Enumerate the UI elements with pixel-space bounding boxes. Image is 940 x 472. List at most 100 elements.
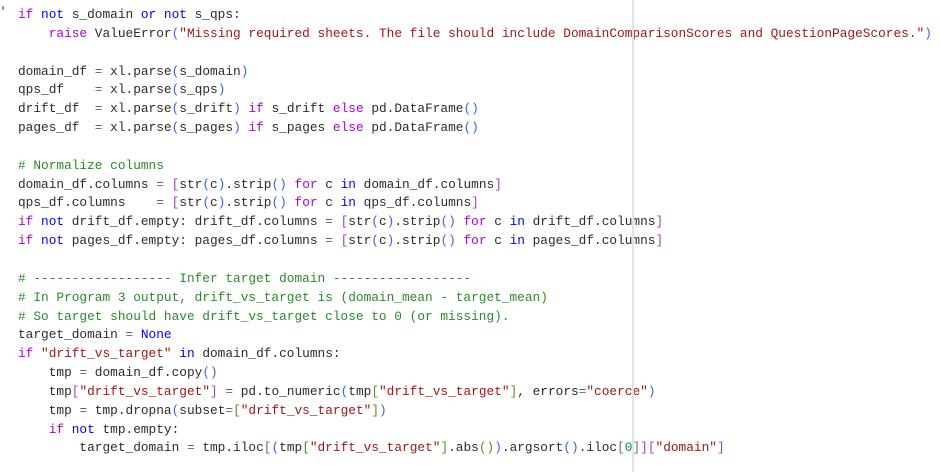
code-line[interactable] (18, 251, 932, 270)
code-token (333, 214, 341, 229)
code-token: s_qps: (186, 7, 241, 22)
code-token: .strip (394, 233, 441, 249)
code-line[interactable]: drift_df = xl.parse(s_drift) if s_drift … (18, 100, 932, 119)
code-line[interactable]: # In Program 3 output, drift_vs_target i… (18, 289, 932, 308)
code-token: [ (263, 440, 272, 456)
code-token: = (125, 327, 134, 343)
code-token: not (33, 233, 65, 249)
code-line[interactable]: qps_df = xl.parse(s_qps) (18, 81, 932, 100)
code-token: = (578, 383, 587, 399)
code-token: drift_df.empty: drift_df.columns (64, 214, 326, 230)
code-token: for (286, 176, 318, 192)
code-token: c (486, 214, 510, 230)
code-line[interactable]: domain_df.columns = [str(c).strip() for … (18, 176, 932, 195)
code-token: s_drift (179, 101, 234, 117)
code-token: ValueError (87, 25, 172, 41)
code-line[interactable] (18, 138, 932, 157)
code-line[interactable]: # ------------------ Infer target domain… (18, 270, 932, 289)
code-token (18, 422, 49, 437)
code-token: ] (632, 440, 641, 456)
code-token: tmp (348, 383, 372, 399)
code-token: ( (371, 233, 379, 249)
code-token: s_domain (179, 63, 241, 79)
code-line[interactable]: raise ValueError("Missing required sheet… (18, 25, 932, 44)
code-token: target_domain (18, 440, 187, 456)
code-token: in (171, 346, 195, 362)
code-token: "Missing required sheets. The file shoul… (179, 25, 925, 41)
code-token: str (179, 195, 203, 211)
code-editor[interactable]: if not s_domain or not s_qps: raise Valu… (18, 6, 932, 458)
code-token: target_domain (18, 327, 126, 343)
code-token: .strip (225, 195, 272, 211)
code-token: not (33, 7, 65, 22)
code-token: qps_df.columns (355, 195, 472, 211)
code-line[interactable]: if "drift_vs_target" in domain_df.column… (18, 345, 932, 364)
code-token: if (18, 214, 34, 230)
code-line[interactable]: domain_df = xl.parse(s_domain) (18, 63, 932, 82)
code-token: else (332, 101, 364, 117)
code-token: ( (202, 176, 211, 192)
code-token (18, 26, 49, 41)
code-token: [ (340, 214, 349, 230)
code-token: in (509, 214, 525, 230)
code-token: [ (302, 440, 310, 456)
code-line[interactable]: tmp = tmp.dropna(subset=["drift_vs_targe… (18, 402, 932, 421)
code-token: or (140, 7, 157, 22)
code-token: tmp (18, 365, 80, 381)
code-token: = (186, 440, 195, 456)
code-token: ][ (640, 440, 656, 456)
code-token: pd.DataFrame (363, 120, 464, 136)
code-line[interactable]: if not s_domain or not s_qps: (18, 6, 932, 25)
code-token: ) (240, 63, 249, 79)
code-token: "coerce" (586, 383, 648, 399)
code-token: .abs (448, 440, 479, 456)
code-token: = (94, 82, 103, 98)
code-token: in (340, 176, 356, 192)
code-token: xl.parse (102, 82, 172, 98)
code-token: ) (379, 402, 387, 418)
code-line[interactable]: pages_df = xl.parse(s_pages) if s_pages … (18, 119, 932, 138)
code-token: not (156, 7, 187, 22)
code-token: pd.DataFrame (363, 101, 464, 117)
code-token: ] (494, 176, 502, 192)
code-token (164, 177, 172, 192)
code-token: in (340, 195, 356, 211)
code-token: ] (655, 233, 664, 249)
code-token: domain_df.columns: (194, 346, 341, 362)
code-token: () (202, 365, 218, 381)
code-line[interactable]: if not drift_df.empty: drift_df.columns … (18, 213, 932, 232)
code-line[interactable]: tmp = domain_df.copy() (18, 364, 932, 383)
code-token: [ (171, 176, 180, 192)
code-token: subset (179, 402, 226, 418)
code-line[interactable]: # So target should have drift_vs_target … (18, 308, 932, 327)
code-token: = (94, 120, 103, 136)
code-token: domain_df.columns (355, 176, 495, 192)
code-token: not (64, 421, 95, 437)
code-token: tmp.dropna (87, 402, 172, 418)
code-line[interactable]: qps_df.columns = [str(c).strip() for c i… (18, 194, 932, 213)
code-token: not (33, 214, 65, 230)
code-token: qps_df.columns (18, 195, 157, 211)
code-line[interactable]: if not tmp.empty: (18, 421, 932, 440)
code-token: "drift_vs_target" (79, 383, 211, 399)
code-line[interactable] (18, 44, 932, 63)
code-token: pages_df (18, 120, 95, 136)
code-line[interactable]: target_domain = tmp.iloc[(tmp["drift_vs_… (18, 439, 932, 458)
code-token: ( (271, 440, 280, 456)
code-token: str (348, 233, 372, 249)
code-line[interactable]: tmp["drift_vs_target"] = pd.to_numeric(t… (18, 383, 932, 402)
code-token: , errors (517, 383, 579, 399)
code-token: qps_df (18, 82, 95, 98)
code-token: raise (48, 25, 88, 41)
code-token: () (271, 176, 287, 192)
code-line[interactable]: target_domain = None (18, 326, 932, 345)
code-token: domain_df.columns (18, 176, 157, 192)
code-token: tmp.empty: (94, 421, 180, 437)
code-token: ( (171, 101, 180, 117)
code-token: in (509, 233, 525, 249)
code-line[interactable]: if not pages_df.empty: pages_df.columns … (18, 232, 932, 251)
code-token: tmp.iloc (194, 440, 264, 456)
code-token: ( (171, 25, 180, 41)
code-token: [ (71, 383, 80, 399)
code-line[interactable]: # Normalize columns (18, 157, 932, 176)
